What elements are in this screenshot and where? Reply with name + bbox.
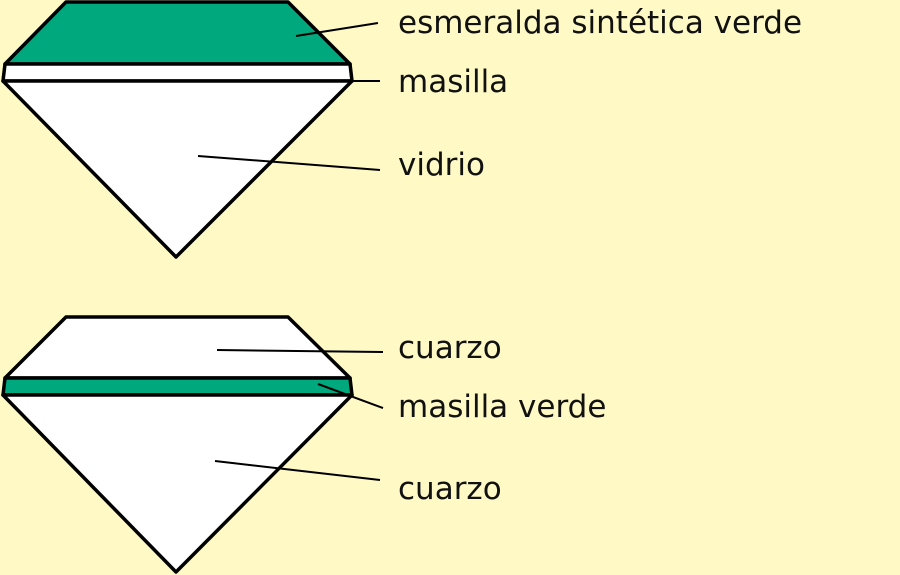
leader-line	[214, 460, 381, 481]
label-quartz-bottom: cuarzo	[398, 471, 502, 507]
bottom-gem-pavilion	[1, 393, 354, 574]
label-synthetic-emerald: esmeralda sintética verde	[398, 5, 803, 41]
leader-line	[295, 22, 379, 37]
bottom-gem	[1, 315, 354, 574]
label-putty: masilla	[398, 64, 509, 100]
bottom-gem-crown	[3, 315, 352, 380]
leader-line	[216, 349, 384, 353]
top-gem-girdle	[1, 62, 354, 83]
bottom-gem-girdle	[1, 376, 354, 397]
top-gem	[1, 0, 354, 259]
leader-line	[317, 383, 384, 409]
leader-lines	[197, 22, 384, 481]
label-quartz-top: cuarzo	[398, 330, 502, 366]
leader-line	[197, 155, 381, 171]
top-gem-crown	[3, 0, 352, 66]
label-glass: vidrio	[398, 147, 485, 183]
label-green-putty: masilla verde	[398, 389, 607, 425]
top-gem-pavilion	[1, 79, 354, 259]
